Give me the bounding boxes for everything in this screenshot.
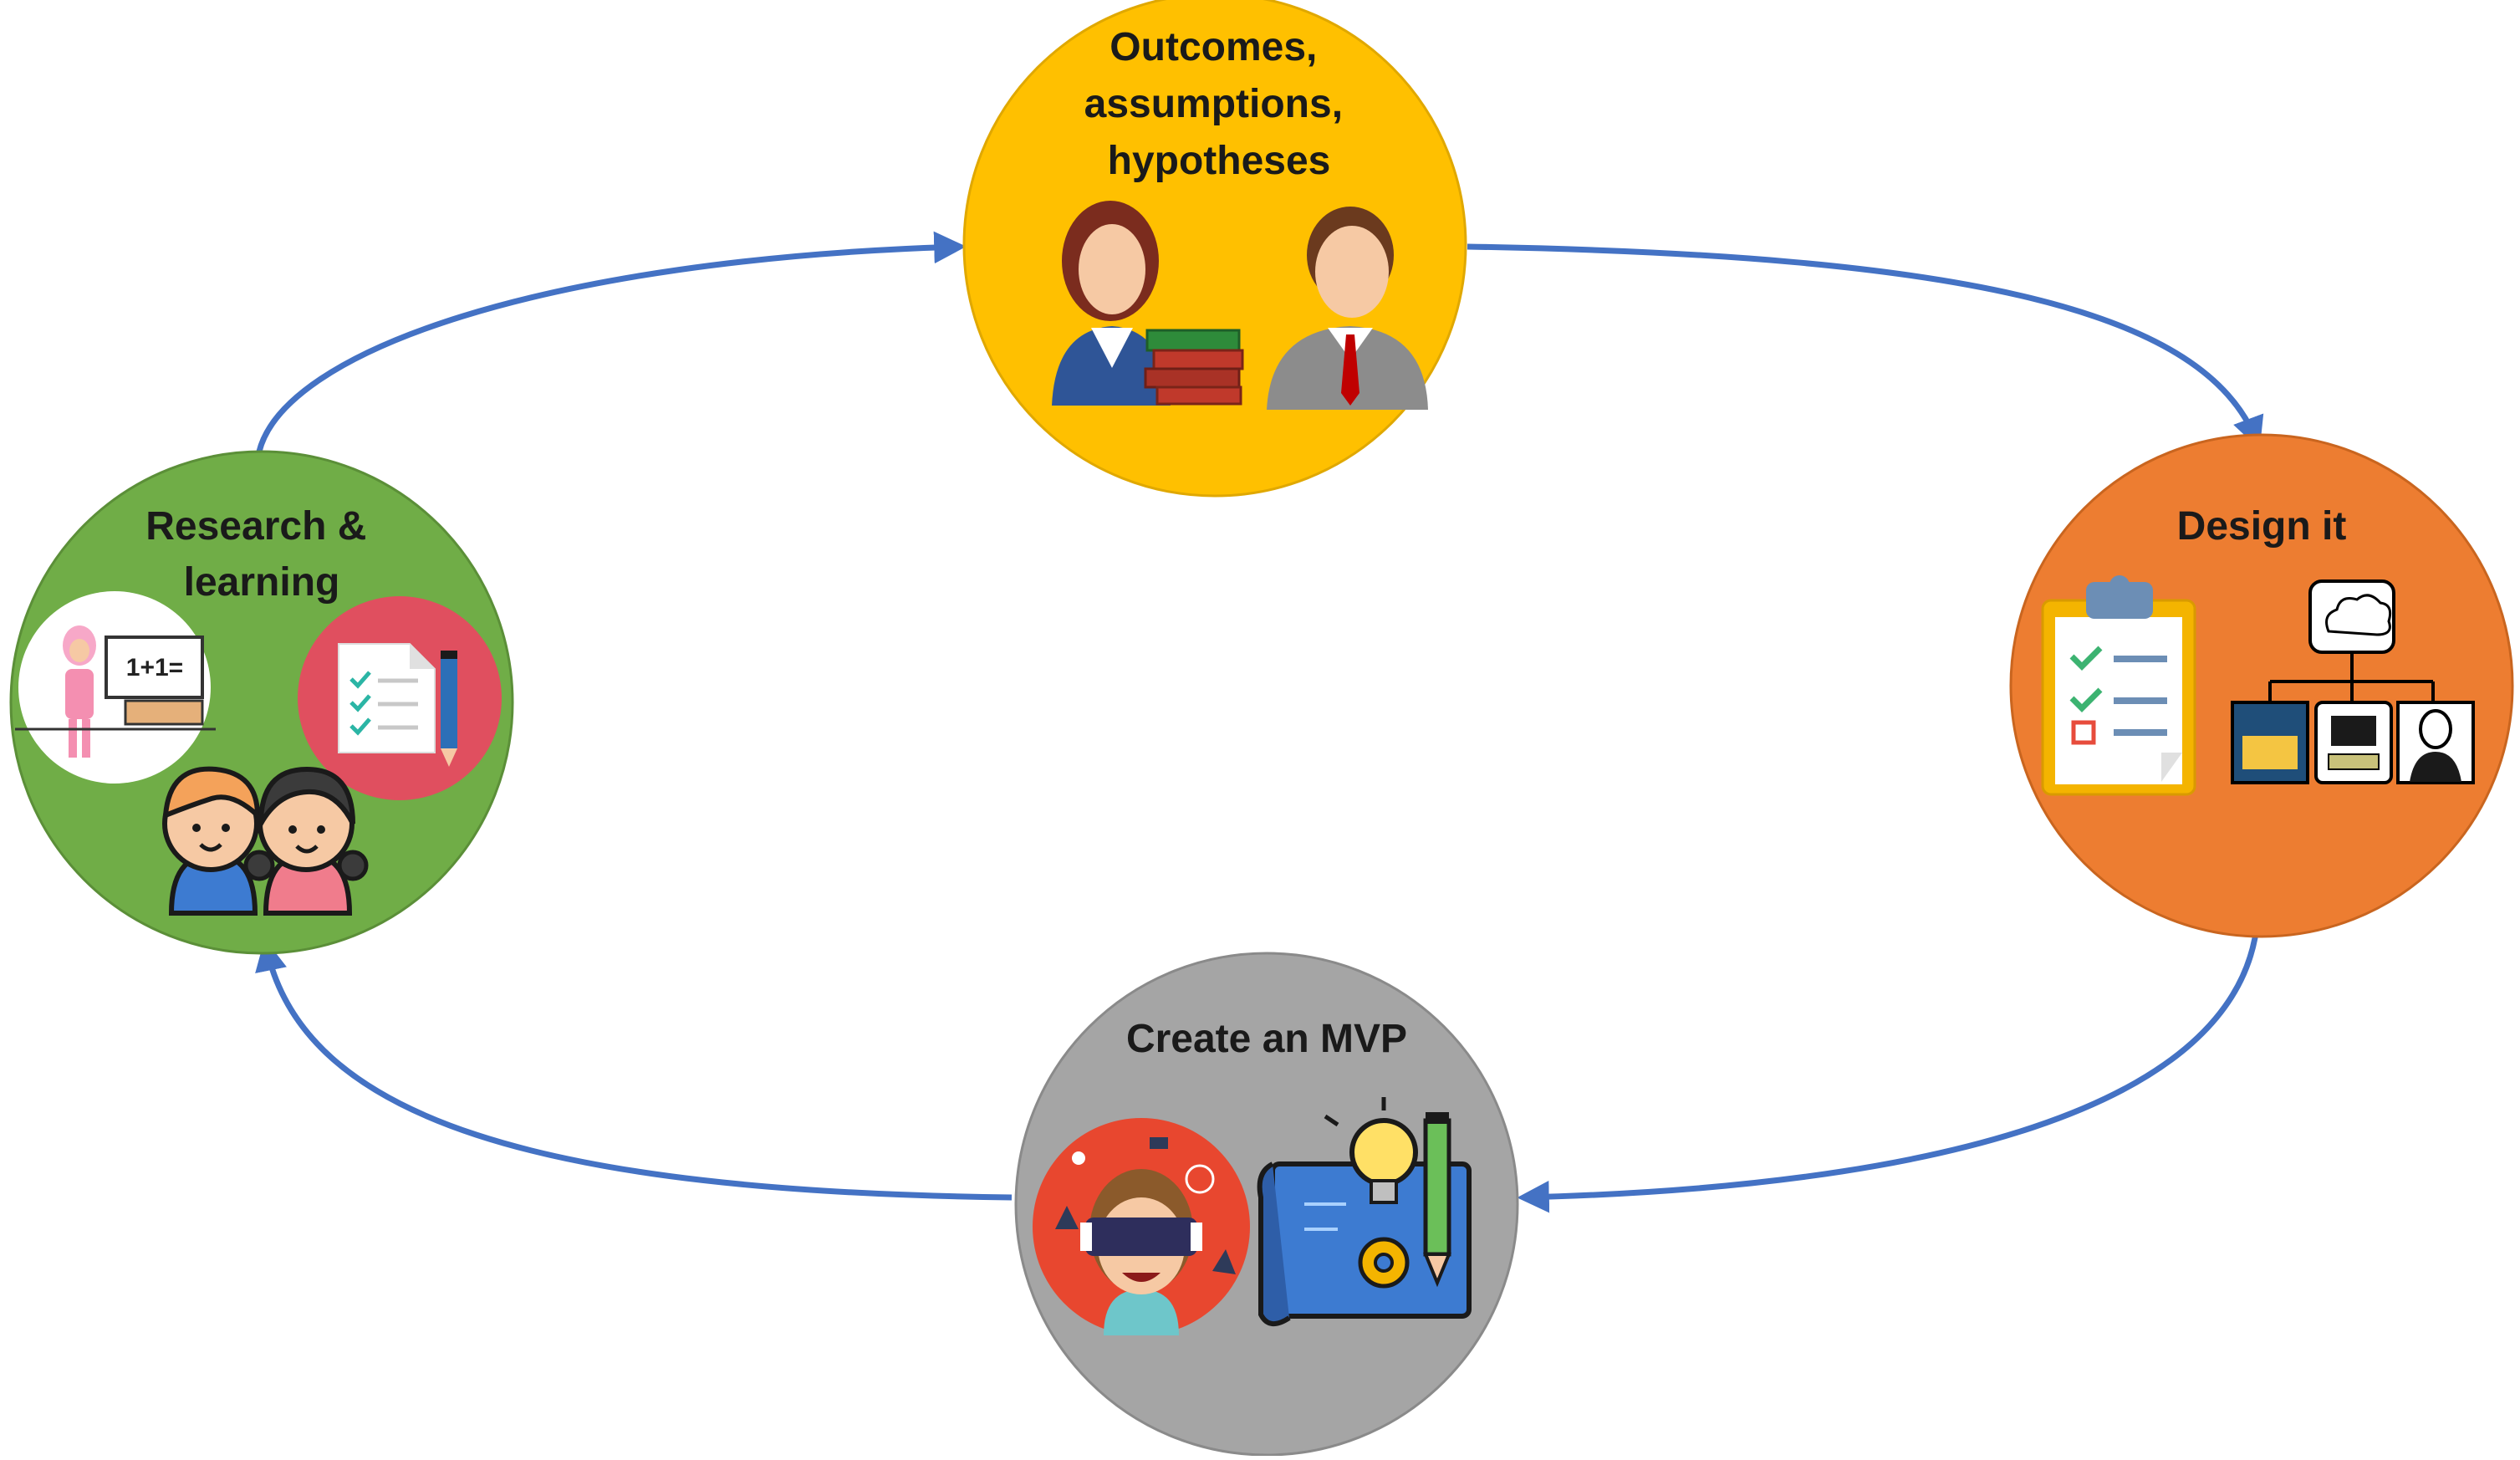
node-outcomes: Outcomes, assumptions, hypotheses (962, 0, 1467, 498)
arrow-research-to-outcomes (256, 231, 967, 452)
node-research-circle (9, 450, 514, 955)
businessman-icon (1267, 207, 1428, 410)
svg-text:1+1=: 1+1= (126, 654, 183, 682)
female-teacher-with-books-icon (1052, 201, 1244, 406)
vr-headset-girl-icon (1033, 1118, 1250, 1335)
blueprint-idea-icon (1257, 1097, 1472, 1326)
org-chart-icon (2231, 579, 2475, 784)
node-design: Design it (2009, 433, 2514, 938)
arrow-outcomes-to-design (1467, 243, 2264, 450)
boy-and-girl-students-icon (162, 766, 369, 916)
arrow-design-to-mvp (1517, 919, 2261, 1213)
node-mvp-label: Create an MVP (1126, 1017, 1407, 1061)
checklist-clipboard-icon (2041, 575, 2196, 796)
node-design-label: Design it (2177, 504, 2347, 549)
arrow-mvp-to-research (255, 938, 1013, 1201)
node-design-circle (2009, 433, 2514, 938)
checklist-document-icon (298, 596, 502, 800)
node-research: Research & learning 1+1= (9, 450, 514, 955)
node-outcomes-label: Outcomes, assumptions, hypotheses (1084, 25, 1354, 183)
node-research-label: Research & learning (145, 504, 377, 605)
node-mvp: Create an MVP (1014, 952, 1519, 1457)
teacher-at-whiteboard-icon: 1+1= (15, 591, 216, 784)
